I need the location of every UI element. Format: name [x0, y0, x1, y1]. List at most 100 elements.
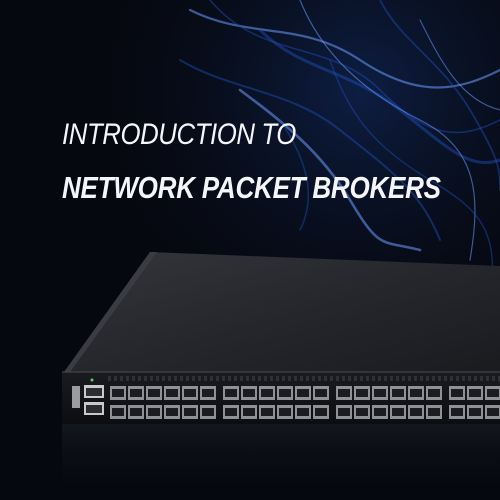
device-top-edge	[64, 252, 157, 372]
sfp-port-opening	[338, 389, 350, 397]
vent-slot	[258, 376, 261, 381]
sfp-port-opening	[356, 389, 368, 397]
swirl-streak	[329, 59, 494, 301]
swirl-streak	[209, 0, 500, 134]
vent-slot	[108, 376, 111, 381]
swirl-streak	[299, 0, 476, 261]
sfp-port-opening	[315, 389, 327, 397]
sfp-port-opening	[451, 408, 463, 416]
vent-slot	[276, 376, 279, 381]
vent-slot	[150, 376, 153, 381]
vent-slot	[474, 376, 477, 381]
sfp-port-opening	[487, 408, 499, 416]
vent-slot	[126, 376, 129, 381]
sfp-port-opening	[428, 389, 440, 397]
vent-slot	[336, 376, 339, 381]
vent-slot	[342, 376, 345, 381]
blue-light-swirls	[179, 0, 500, 301]
sfp-port-opening	[202, 408, 214, 416]
management-ports	[72, 378, 104, 415]
vent-slot	[444, 376, 447, 381]
sfp-port-opening	[202, 389, 214, 397]
sfp-port-opening	[112, 389, 124, 397]
vent-slot	[264, 376, 267, 381]
sfp-port-opening	[112, 408, 124, 416]
sfp-port-opening	[410, 408, 422, 416]
sfp-port-opening	[297, 408, 309, 416]
swirl-streak	[258, 28, 500, 165]
vent-slot	[438, 376, 441, 381]
vent-slot	[270, 376, 273, 381]
vent-slot	[492, 376, 495, 381]
sfp-port-opening	[487, 389, 499, 397]
status-led	[90, 378, 94, 382]
vent-slot	[408, 376, 411, 381]
vent-slot	[402, 376, 405, 381]
rj45-port-2-socket	[86, 405, 102, 413]
vent-slot	[372, 376, 375, 381]
vent-slot	[216, 376, 219, 381]
vent-slot	[294, 376, 297, 381]
sfp-port-opening	[469, 408, 481, 416]
sfp-port-opening	[130, 408, 142, 416]
sfp-port-opening	[166, 408, 178, 416]
vent-slot	[174, 376, 177, 381]
vent-slot	[252, 376, 255, 381]
vent-slot	[390, 376, 393, 381]
sfp-port-opening	[451, 389, 463, 397]
sfp-port-opening	[374, 389, 386, 397]
swirl-streak	[188, 8, 500, 89]
vent-slot	[192, 376, 195, 381]
sfp-port-opening	[184, 389, 196, 397]
vent-slot	[486, 376, 489, 381]
sfp-port-opening	[297, 389, 309, 397]
vent-slot	[306, 376, 309, 381]
swirl-streak	[419, 19, 500, 111]
device-top-panel	[64, 252, 500, 372]
sfp-port-opening	[392, 408, 404, 416]
sfp-port-opening	[392, 389, 404, 397]
sfp-port-opening	[148, 408, 160, 416]
vent-slot	[114, 376, 117, 381]
vent-slot	[240, 376, 243, 381]
sfp-port-opening	[243, 389, 255, 397]
vent-slot	[204, 376, 207, 381]
swirl-streak	[379, 0, 500, 191]
sfp-port-opening	[315, 408, 327, 416]
vent-slot	[132, 376, 135, 381]
vent-slot	[312, 376, 315, 381]
vent-slot	[144, 376, 147, 381]
vent-slot	[156, 376, 159, 381]
sfp-port-opening	[148, 389, 160, 397]
vent-slot	[456, 376, 459, 381]
sfp-port-opening	[225, 389, 237, 397]
vent-slot	[480, 376, 483, 381]
vent-slot	[354, 376, 357, 381]
sfp-port-opening	[469, 389, 481, 397]
vent-slot	[330, 376, 333, 381]
vent-slot	[222, 376, 225, 381]
vent-slot	[378, 376, 381, 381]
vent-slot	[426, 376, 429, 381]
vent-slot	[288, 376, 291, 381]
vent-slot	[498, 376, 500, 381]
vent-slot	[210, 376, 213, 381]
vent-slot	[366, 376, 369, 381]
sfp-port-opening	[279, 389, 291, 397]
vent-slot	[462, 376, 465, 381]
usb-port	[72, 386, 80, 408]
vent-slot	[180, 376, 183, 381]
vent-slot	[300, 376, 303, 381]
headline-line-2: NETWORK PACKET BROKERS	[62, 170, 441, 205]
vent-slot	[234, 376, 237, 381]
vent-slot	[468, 376, 471, 381]
sfp-port-opening	[261, 408, 273, 416]
vent-slot	[384, 376, 387, 381]
vent-slot	[450, 376, 453, 381]
sfp-port-opening	[356, 408, 368, 416]
vent-slot	[318, 376, 321, 381]
vent-slot	[348, 376, 351, 381]
vent-slot	[228, 376, 231, 381]
vent-slot	[198, 376, 201, 381]
vent-slot	[420, 376, 423, 381]
